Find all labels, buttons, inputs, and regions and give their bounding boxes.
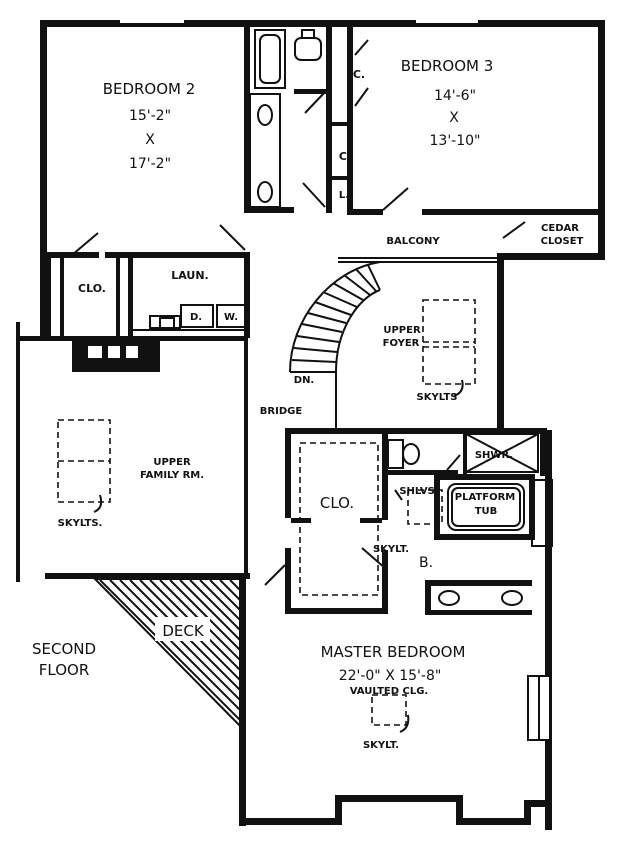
washer-label: W. [224, 312, 238, 323]
family-name-2: FAMILY RM. [140, 470, 204, 481]
linen-label: L. [339, 190, 349, 201]
down-label: DN. [294, 375, 314, 386]
bedroom2-x: X [145, 132, 155, 148]
labels: BEDROOM 2 15'-2" X 17'-2" BEDROOM 3 14'-… [32, 57, 584, 751]
cedar-closet-label-2: CLOSET [541, 236, 584, 247]
closet-left-label: CLO. [78, 282, 106, 295]
platform-label-2: TUB [475, 506, 498, 517]
shower-label: SHWR. [475, 450, 513, 461]
bedroom3-dim2: 13'-10" [430, 133, 481, 149]
shelves-label: SHLVS. [399, 486, 438, 497]
bedroom3-x: X [449, 110, 459, 126]
skylight-bath-label: SKYLT. [373, 544, 409, 555]
laundry-label: LAUN. [171, 269, 209, 282]
interior-walls [45, 20, 532, 615]
dryer-label: D. [190, 312, 202, 323]
bath-label: B. [419, 555, 433, 571]
fixtures [88, 29, 553, 741]
deck-label: DECK [162, 622, 205, 640]
balcony-label: BALCONY [386, 236, 440, 247]
bedroom3-dim1: 14'-6" [434, 88, 476, 104]
bedroom2-name: BEDROOM 2 [103, 80, 196, 98]
skylights [57, 299, 476, 733]
skylight-master-label: SKYLT. [363, 740, 399, 751]
bedroom2-dim1: 15'-2" [129, 108, 171, 124]
cedar-closet-label-1: CEDAR [541, 223, 579, 234]
skylights-foyer-label: SKYLTS [417, 392, 458, 403]
family-name-1: UPPER [153, 457, 191, 468]
platform-label-1: PLATFORM [455, 492, 516, 503]
stair [289, 257, 500, 432]
foyer-name-2: FOYER [383, 338, 420, 349]
master-name: MASTER BEDROOM [321, 643, 466, 661]
master-ceiling: VAULTED CLG. [350, 686, 428, 697]
closet-master-label: CLO. [320, 494, 354, 512]
skylights-family-label: SKYLTS. [58, 518, 103, 529]
doors [71, 39, 526, 586]
deck-hatch [92, 578, 245, 733]
bedroom2-dim2: 17'-2" [129, 156, 171, 172]
bridge-label: BRIDGE [260, 406, 303, 417]
closet-c2-label: C. [339, 150, 351, 163]
bedroom3-name: BEDROOM 3 [401, 57, 494, 75]
floor-label-1: SECOND [32, 640, 96, 658]
floor-label-2: FLOOR [39, 661, 90, 679]
exterior-walls [16, 20, 605, 830]
foyer-name-1: UPPER [383, 325, 421, 336]
closet-c1-label: C. [353, 68, 365, 81]
master-dims: 22'-0" X 15'-8" [339, 668, 442, 684]
